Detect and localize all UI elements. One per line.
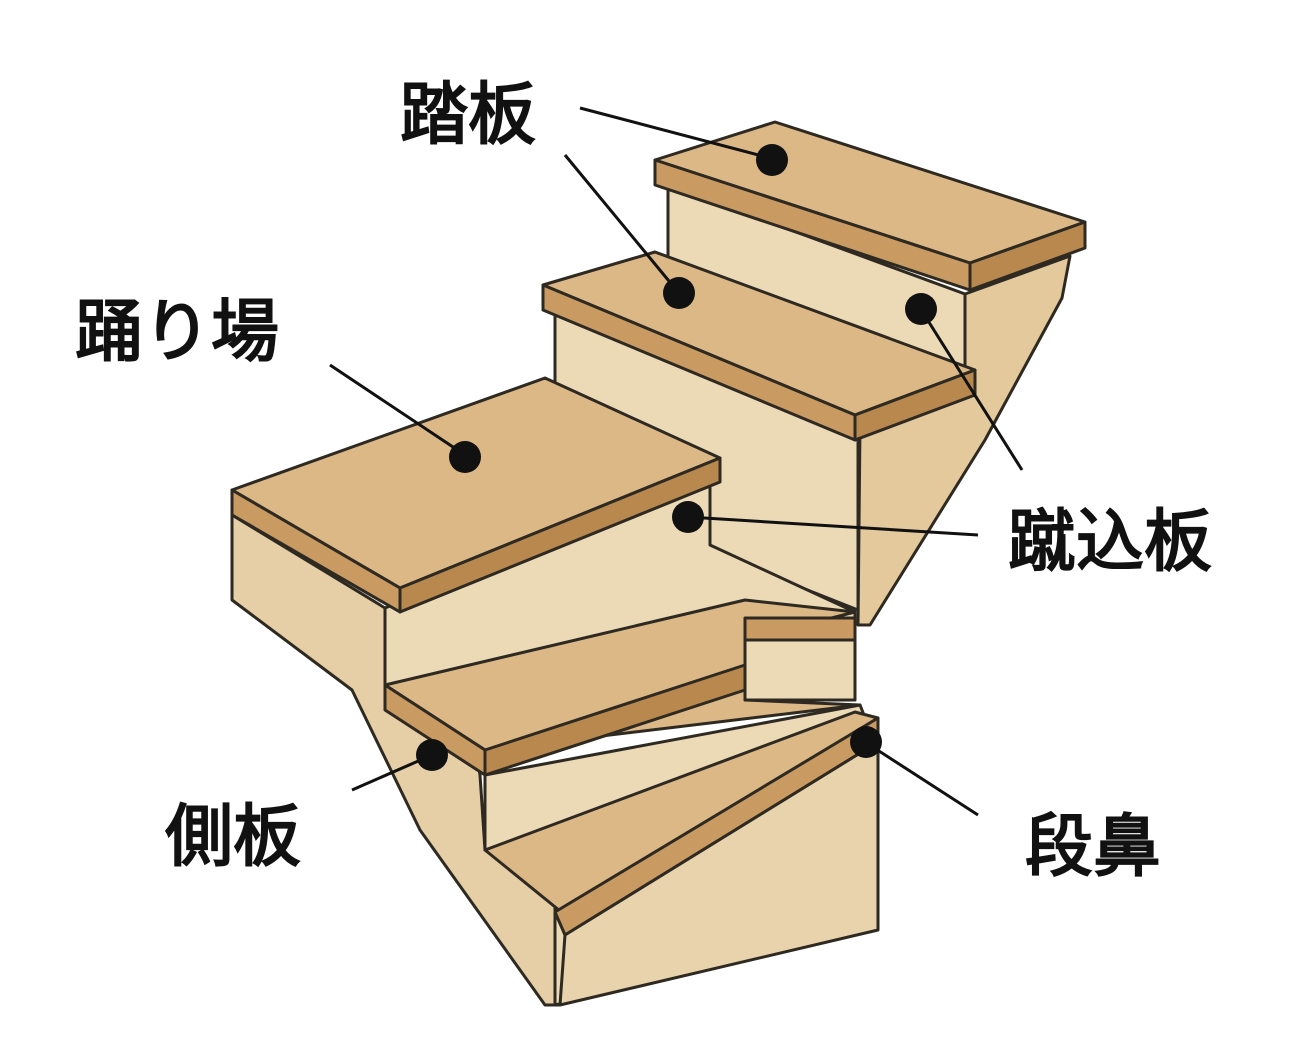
marker-riser-upper — [905, 293, 937, 325]
leader-lines — [329, 106, 1024, 817]
leader-nosing — [864, 740, 979, 817]
landing-nosing-front — [398, 456, 722, 614]
marker-tread-top — [756, 144, 788, 176]
leader-landing — [329, 363, 466, 457]
marker-stringer — [416, 739, 448, 771]
label-tread: 踏板 — [400, 76, 536, 155]
label-stringer: 側板 — [164, 798, 301, 877]
leader-riser-lower — [687, 515, 979, 537]
marker-nosing — [850, 726, 882, 758]
winder-small-tread — [743, 616, 857, 642]
labels: 踏板 踊り場 蹴込板 側板 段鼻 — [75, 76, 1212, 887]
leader-riser-upper — [918, 307, 1024, 471]
leader-tread-top — [579, 106, 771, 160]
top-step-nosing-side — [968, 220, 1087, 292]
label-landing: 踊り場 — [75, 293, 279, 372]
marker-tread-second — [663, 277, 695, 309]
leader-tread-second — [563, 154, 680, 293]
winder-small-riser — [743, 638, 857, 702]
label-riser: 蹴込板 — [1008, 503, 1212, 582]
bottom-stringer-face — [558, 740, 880, 1007]
marker-riser-lower — [672, 501, 704, 533]
marker-landing — [449, 441, 481, 473]
label-nosing: 段鼻 — [1025, 808, 1161, 887]
markers — [416, 144, 937, 771]
staircase-illustration — [230, 120, 1087, 1007]
